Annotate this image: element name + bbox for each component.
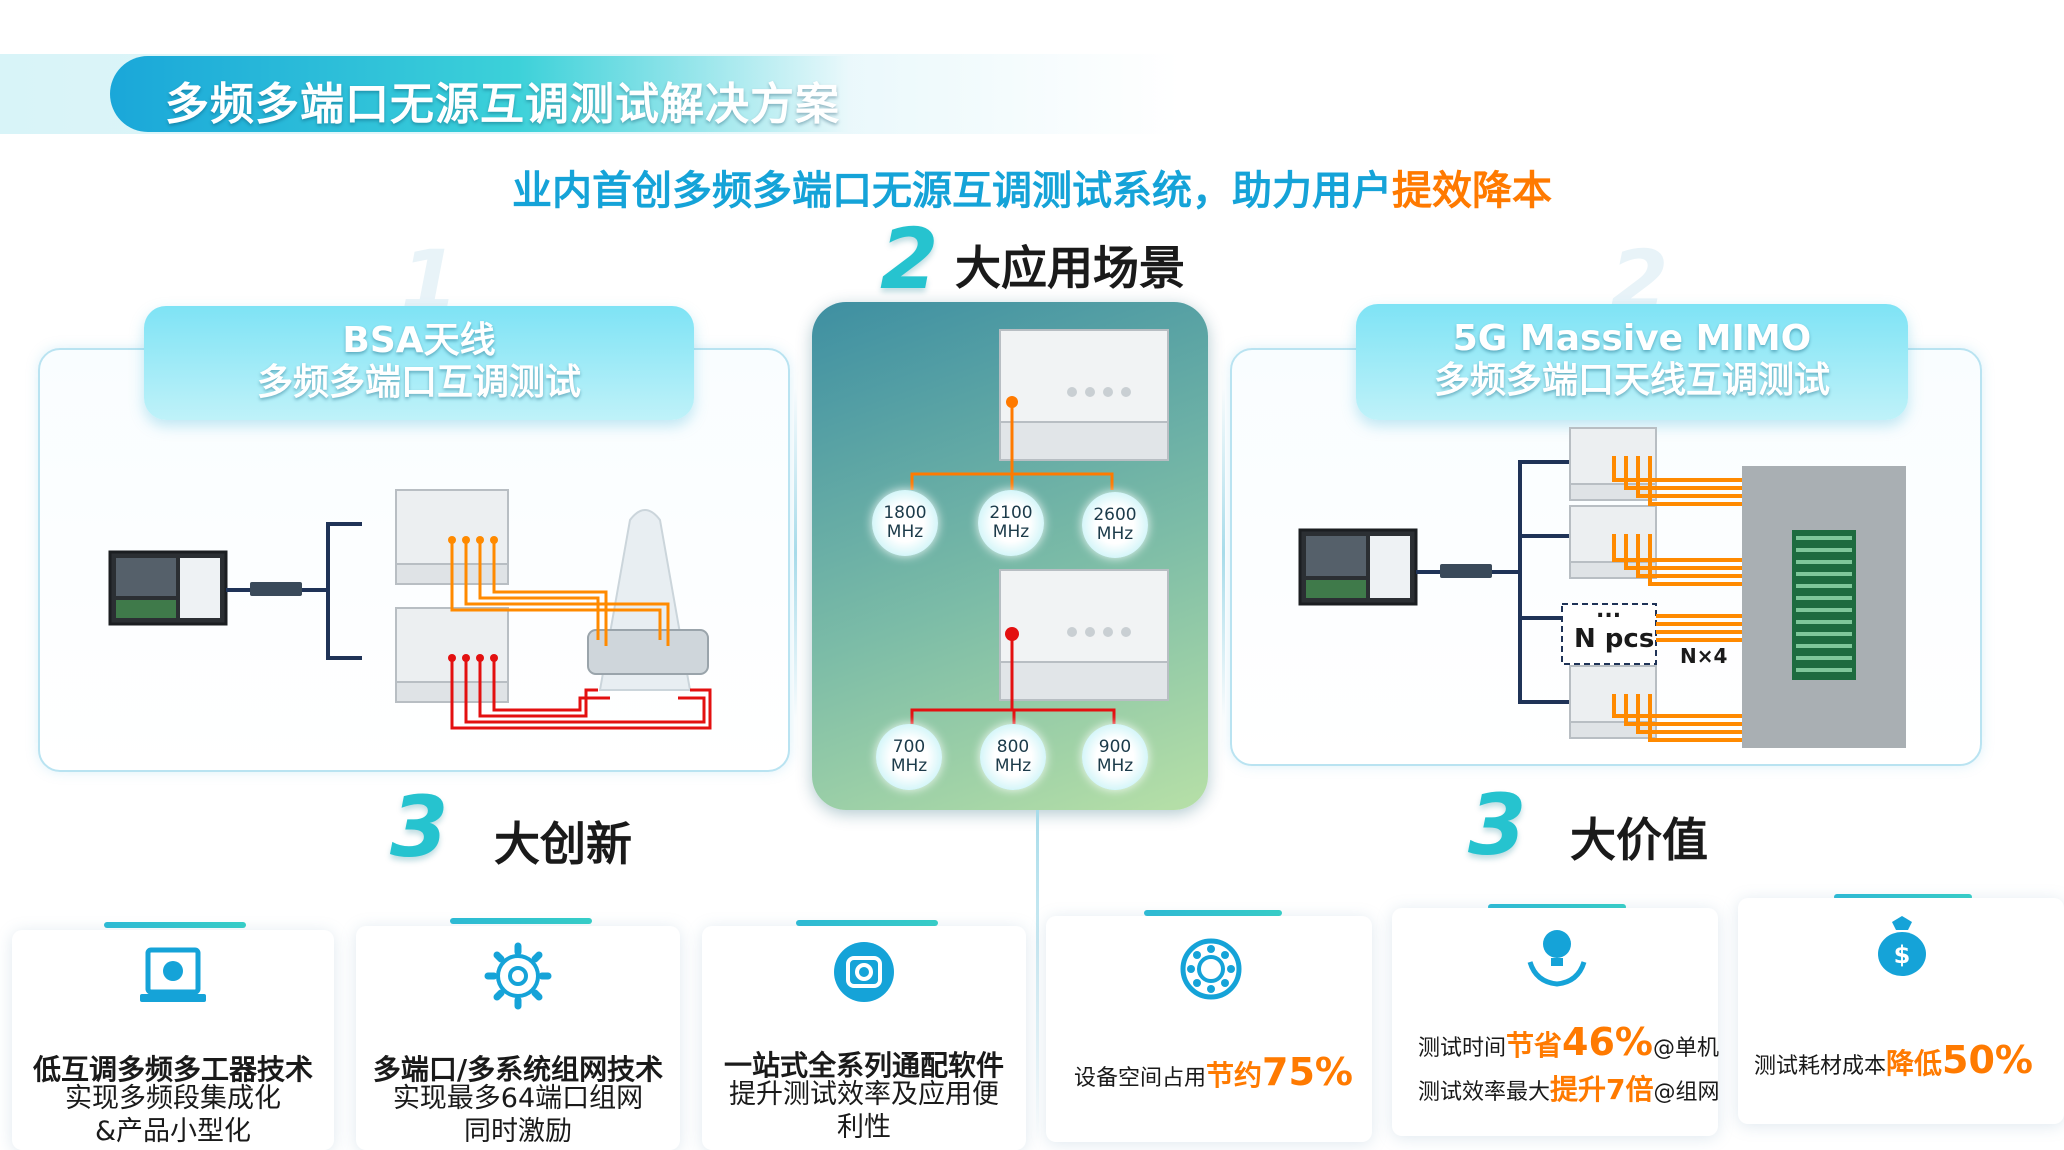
innovation-card: 一站式全系列通配软件 提升测试效率及应用便 利性: [702, 926, 1026, 1150]
innovation-card: 多端口/多系统组网技术 实现最多64端口组网 同时激励: [356, 926, 680, 1150]
money-bag-icon: $: [1878, 916, 1926, 976]
value-heading: 大价值: [1570, 813, 1708, 867]
camera-app-icon: [834, 942, 894, 1002]
npcs-dots: ...: [1596, 598, 1622, 623]
mimo-antenna-array-icon: [1742, 466, 1906, 748]
mimo-diagram: [1298, 427, 1906, 748]
card-accent-bar: [1488, 904, 1626, 910]
value-card: 测试时间节省46%@单机 测试效率最大提升7倍@组网: [1392, 908, 1720, 1136]
network-switch-icon: [250, 582, 302, 596]
card-accent-bar: [796, 920, 938, 926]
mimo-panel-tab: 5G Massive MIMO 多频多端口天线互调测试: [1356, 304, 1908, 420]
mimo-title-line1: 5G Massive MIMO: [1452, 318, 1812, 359]
innovation-card-line1: 提升测试效率及应用便: [729, 1079, 999, 1110]
innovation-card-line1: 实现最多64端口组网: [392, 1083, 644, 1114]
scenes-heading: 大应用场景: [955, 241, 1185, 295]
card-accent-bar: [104, 922, 246, 928]
innovation-card-line2: &产品小型化: [94, 1116, 252, 1147]
subtitle-highlight: 提效降本: [1392, 168, 1552, 214]
innovation-card-line2: 利性: [837, 1112, 891, 1143]
bsa-title-line1: BSA天线: [342, 320, 496, 361]
bsa-title-line2: 多频多端口互调测试: [256, 362, 581, 403]
value-card-text: 测试耗材成本降低50%: [1754, 1038, 2033, 1082]
innovation-card-title: 多端口/多系统组网技术: [372, 1053, 664, 1086]
subtitle-main: 业内首创多频多端口无源互调测试系统，助力用户: [512, 168, 1392, 214]
innovation-card-line1: 实现多频段集成化: [65, 1083, 281, 1114]
gear-icon: [484, 942, 552, 1010]
card-accent-bar: [1144, 910, 1282, 916]
scenes-number: 2: [880, 210, 939, 308]
value-card-row2: 测试效率最大提升7倍@组网: [1418, 1073, 1720, 1106]
value-card: 设备空间占用节约75%: [1046, 916, 1372, 1142]
innovation-card-title: 低互调多频多工器技术: [32, 1053, 313, 1086]
network-switch-icon: [1440, 564, 1492, 578]
laptop-chip-icon: [140, 947, 206, 1002]
pim-tester-rack-icon: [999, 329, 1169, 461]
value-card-row1: 测试时间节省46%@单机: [1418, 1020, 1720, 1064]
center-diagram: [910, 329, 1169, 724]
innovation-card-line2: 同时激励: [464, 1116, 572, 1147]
nx4-label: N×4: [1680, 644, 1728, 668]
analyzer-monitor-icon: [1298, 528, 1418, 606]
connector-line: [1036, 810, 1039, 1140]
value-card-text: 设备空间占用节约75%: [1074, 1050, 1353, 1094]
title-pill: [110, 56, 850, 132]
mimo-title-line2: 多频多端口天线互调测试: [1433, 360, 1830, 401]
divider-left: [794, 388, 797, 718]
page-title: 多频多端口无源互调测试解决方案: [165, 79, 840, 130]
npcs-box: [1561, 603, 1657, 665]
innovation-number: 3: [390, 778, 449, 876]
analyzer-monitor-icon: [108, 550, 228, 626]
page-subtitle: 业内首创多频多端口无源互调测试系统，助力用户提效降本: [0, 158, 2064, 216]
innovation-heading: 大创新: [494, 817, 632, 871]
card-accent-bar: [1834, 894, 1972, 900]
value-card: $ 测试耗材成本降低50%: [1738, 898, 2064, 1124]
npcs-label: N pcs: [1574, 624, 1655, 654]
svg-text:$: $: [1894, 941, 1911, 969]
card-accent-bar: [450, 918, 592, 924]
bsa-diagram: [108, 489, 712, 730]
innovation-card-title: 一站式全系列通配软件: [723, 1049, 1004, 1082]
pim-tester-rack-icon: [999, 569, 1169, 701]
divider-right: [1222, 388, 1225, 718]
value-number: 3: [1468, 776, 1527, 874]
lightbulb-hand-icon: [1527, 930, 1587, 987]
bearing-icon: [1180, 938, 1242, 1000]
innovation-card: 低互调多频多工器技术 实现多频段集成化 &产品小型化: [12, 930, 334, 1150]
bsa-panel-tab: BSA天线 多频多端口互调测试: [144, 306, 694, 420]
